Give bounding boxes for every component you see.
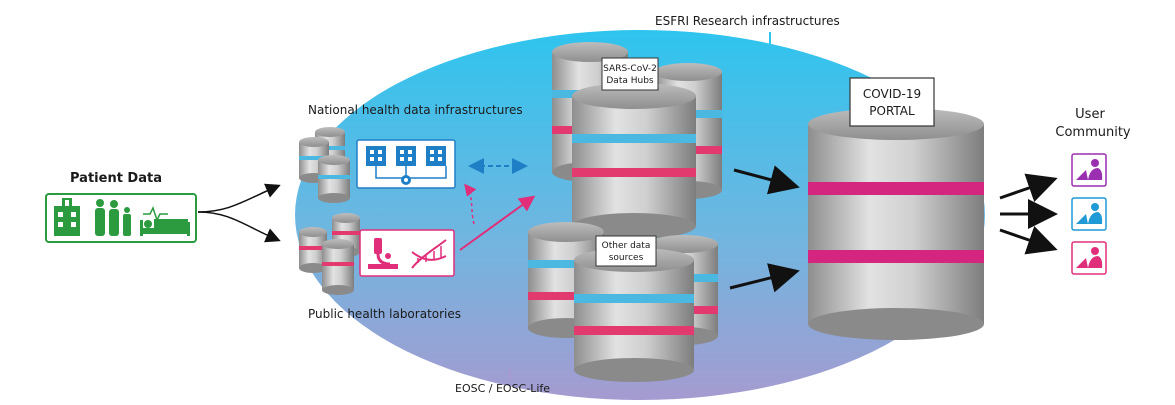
hospital-bed-icon bbox=[140, 206, 190, 236]
patient-data-box bbox=[45, 193, 197, 243]
user-laptop-icon bbox=[1071, 153, 1107, 187]
eosc-label: EOSC / EOSC-Life bbox=[455, 382, 550, 395]
lab-cylinders bbox=[299, 213, 360, 295]
sars-hub-label-box bbox=[601, 57, 659, 91]
sars-data-hubs-cylinders bbox=[552, 42, 722, 239]
public-labs-label: Public health laboratories bbox=[308, 307, 461, 321]
microscope-dna-icon bbox=[359, 229, 455, 277]
esfri-label: ESFRI Research infrastructures bbox=[655, 14, 840, 28]
other-sources-label-line1: Other data bbox=[602, 241, 651, 251]
hospital-network-icon bbox=[356, 139, 456, 189]
other-sources-label-box bbox=[595, 235, 657, 267]
national-label: National health data infrastructures bbox=[308, 103, 523, 117]
national-cylinders bbox=[299, 127, 350, 203]
user-community-label-line1: User bbox=[1075, 107, 1105, 122]
patient-data-label: Patient Data bbox=[70, 171, 162, 186]
portal-label-line2: PORTAL bbox=[869, 104, 915, 118]
other-sources-label-line2: sources bbox=[609, 253, 644, 263]
portal-label-box bbox=[849, 77, 935, 127]
covid-portal-cylinder bbox=[808, 108, 984, 340]
user-community-label-line2: Community bbox=[1055, 125, 1131, 140]
family-icon bbox=[95, 199, 131, 236]
portal-label-line1: COVID-19 bbox=[863, 87, 921, 101]
user-laptop-icon bbox=[1071, 241, 1107, 275]
sars-hub-label-line1: SARS-CoV-2 bbox=[603, 64, 657, 74]
hospital-icon bbox=[54, 198, 80, 236]
user-laptop-icon bbox=[1071, 197, 1107, 231]
sars-hub-label-line2: Data Hubs bbox=[606, 76, 654, 86]
